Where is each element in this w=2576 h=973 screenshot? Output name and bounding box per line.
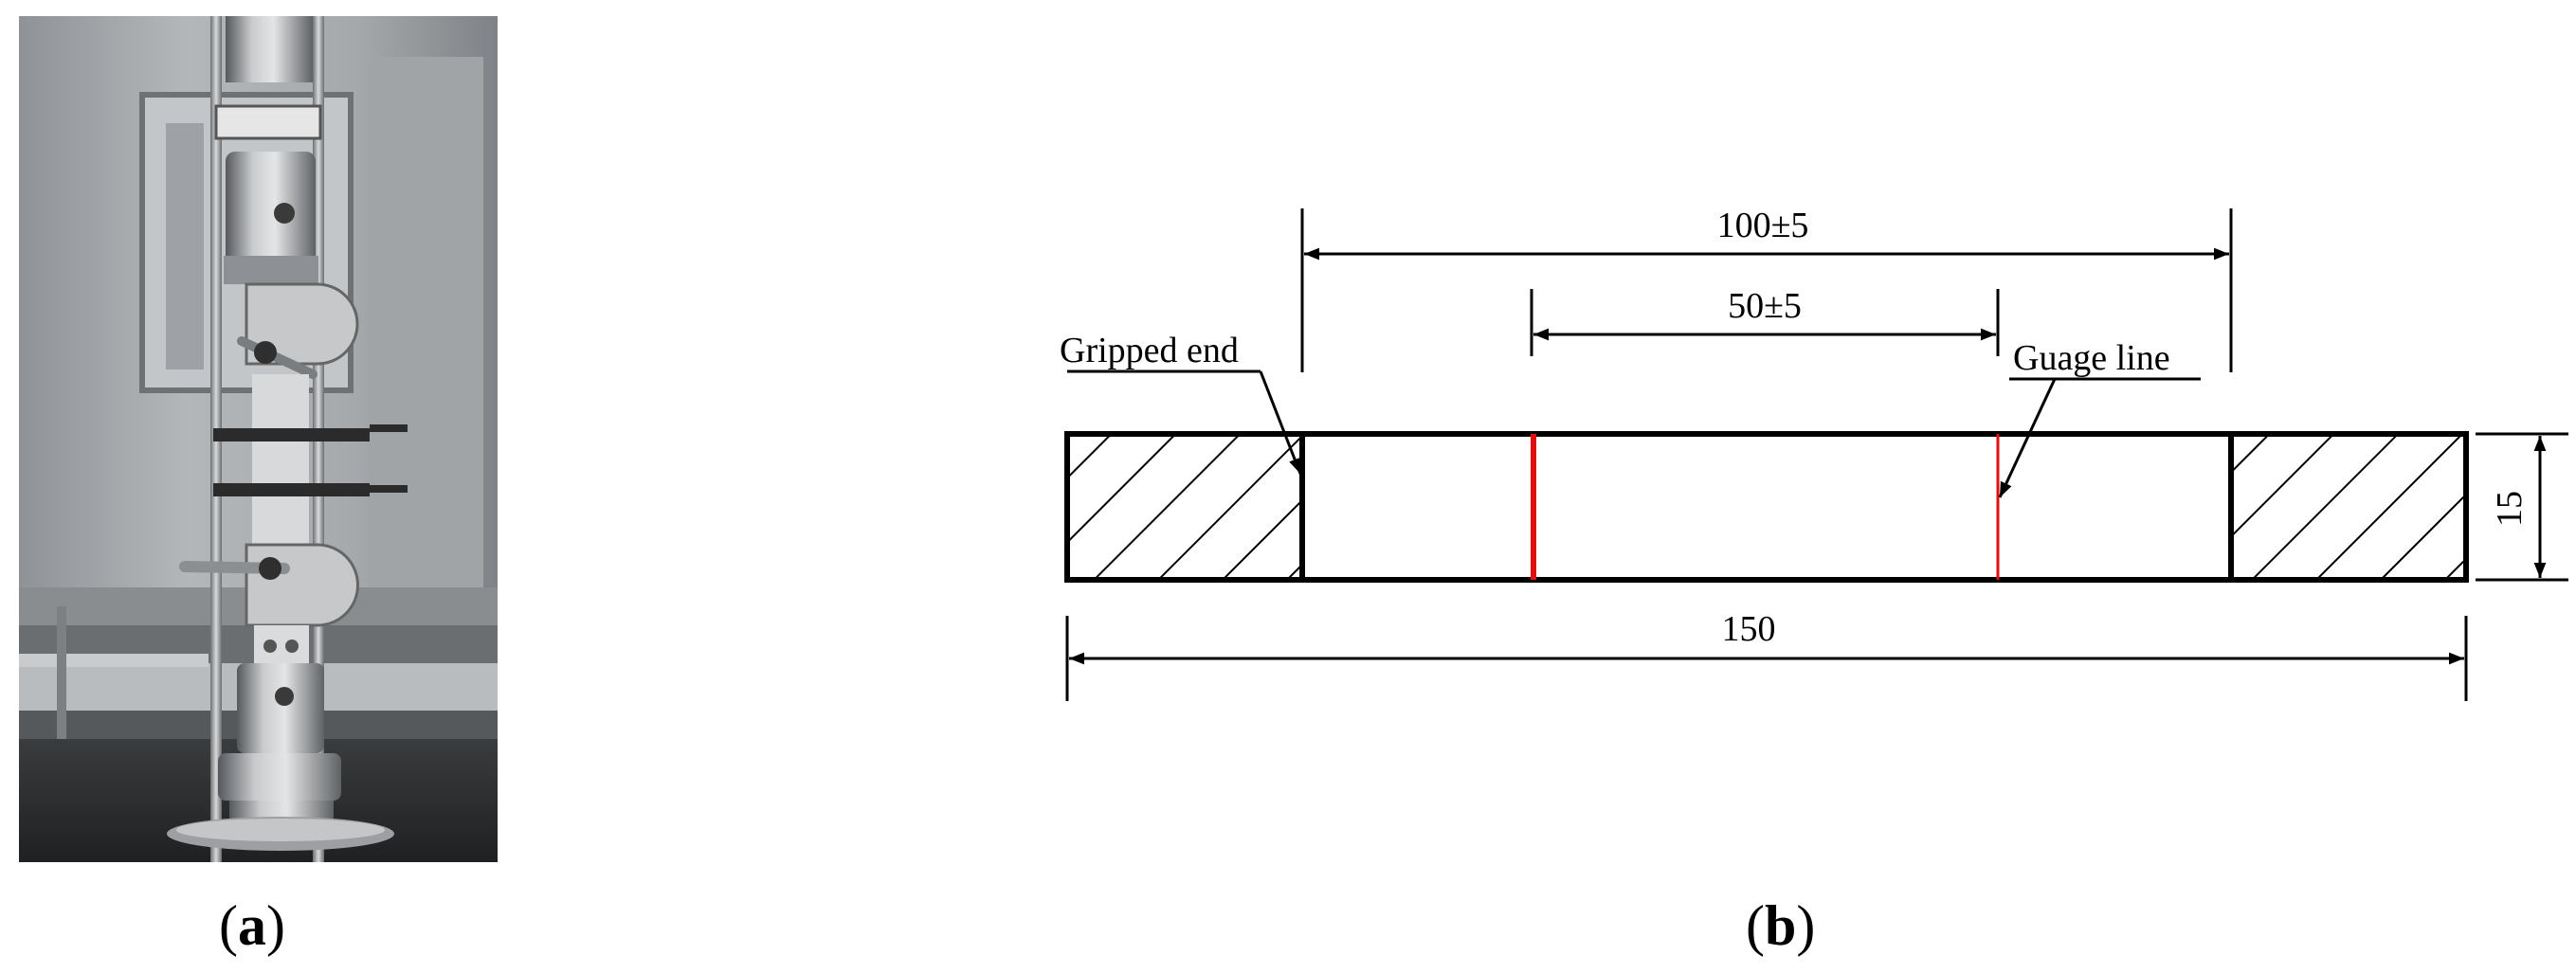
leader-gripped-end-arrow: [1259, 370, 1302, 475]
callout-gripped-end: Gripped end: [1060, 331, 1239, 370]
dim-label-150: 150: [1722, 609, 1776, 649]
panel-a-label-close: ): [266, 894, 285, 957]
right-gripped-end: [2228, 431, 2469, 583]
panel-a-label-letter: a: [238, 894, 266, 957]
specimen-drawing: 100±5 50±5 150 15 Gripped end Guage line: [1060, 206, 2568, 701]
panel-a-label: (a): [219, 894, 285, 957]
panel-b-label-close: ): [1796, 894, 1815, 957]
svg-text:(b): (b): [1746, 894, 1815, 957]
dim-label-100: 100±5: [1717, 206, 1809, 245]
panel-b-label-open: (: [1746, 894, 1765, 957]
panel-b-label-letter: b: [1765, 894, 1796, 957]
dim-label-50: 50±5: [1728, 286, 1802, 326]
dim-label-15: 15: [2490, 491, 2530, 527]
svg-text:(a): (a): [219, 894, 285, 957]
tensile-tester-photo: [19, 16, 498, 862]
callout-gauge-line: Guage line: [2013, 338, 2170, 378]
panel-b-label: (b): [1746, 894, 1815, 957]
left-gripped-end: [1064, 431, 1305, 583]
leader-gauge-line-arrow: [1998, 378, 2057, 498]
panel-a-label-open: (: [219, 894, 238, 957]
